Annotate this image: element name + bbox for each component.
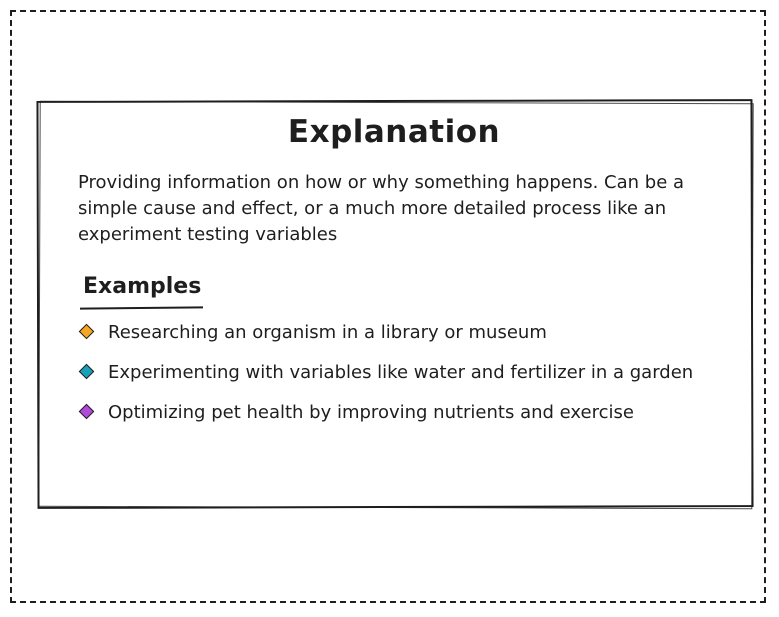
list-item: Experimenting with variables like water …	[78, 360, 718, 385]
examples-heading: Examples	[83, 274, 202, 299]
orange-diamond-icon	[78, 323, 95, 340]
purple-diamond-icon	[78, 403, 95, 420]
card-title: Explanation	[287, 114, 501, 150]
list-item: Researching an organism in a library or …	[78, 320, 718, 345]
card-description: Providing information on how or why some…	[78, 172, 685, 245]
outer-dashed-frame	[10, 10, 766, 603]
example-text: Optimizing pet health by improving nutri…	[108, 402, 634, 423]
examples-list: Researching an organism in a library or …	[78, 320, 718, 425]
example-text: Researching an organism in a library or …	[108, 322, 547, 343]
teal-diamond-icon	[78, 363, 95, 380]
example-text: Experimenting with variables like water …	[108, 362, 694, 383]
list-item: Optimizing pet health by improving nutri…	[78, 400, 718, 425]
explanation-card-sketch-stroke	[38, 100, 754, 510]
